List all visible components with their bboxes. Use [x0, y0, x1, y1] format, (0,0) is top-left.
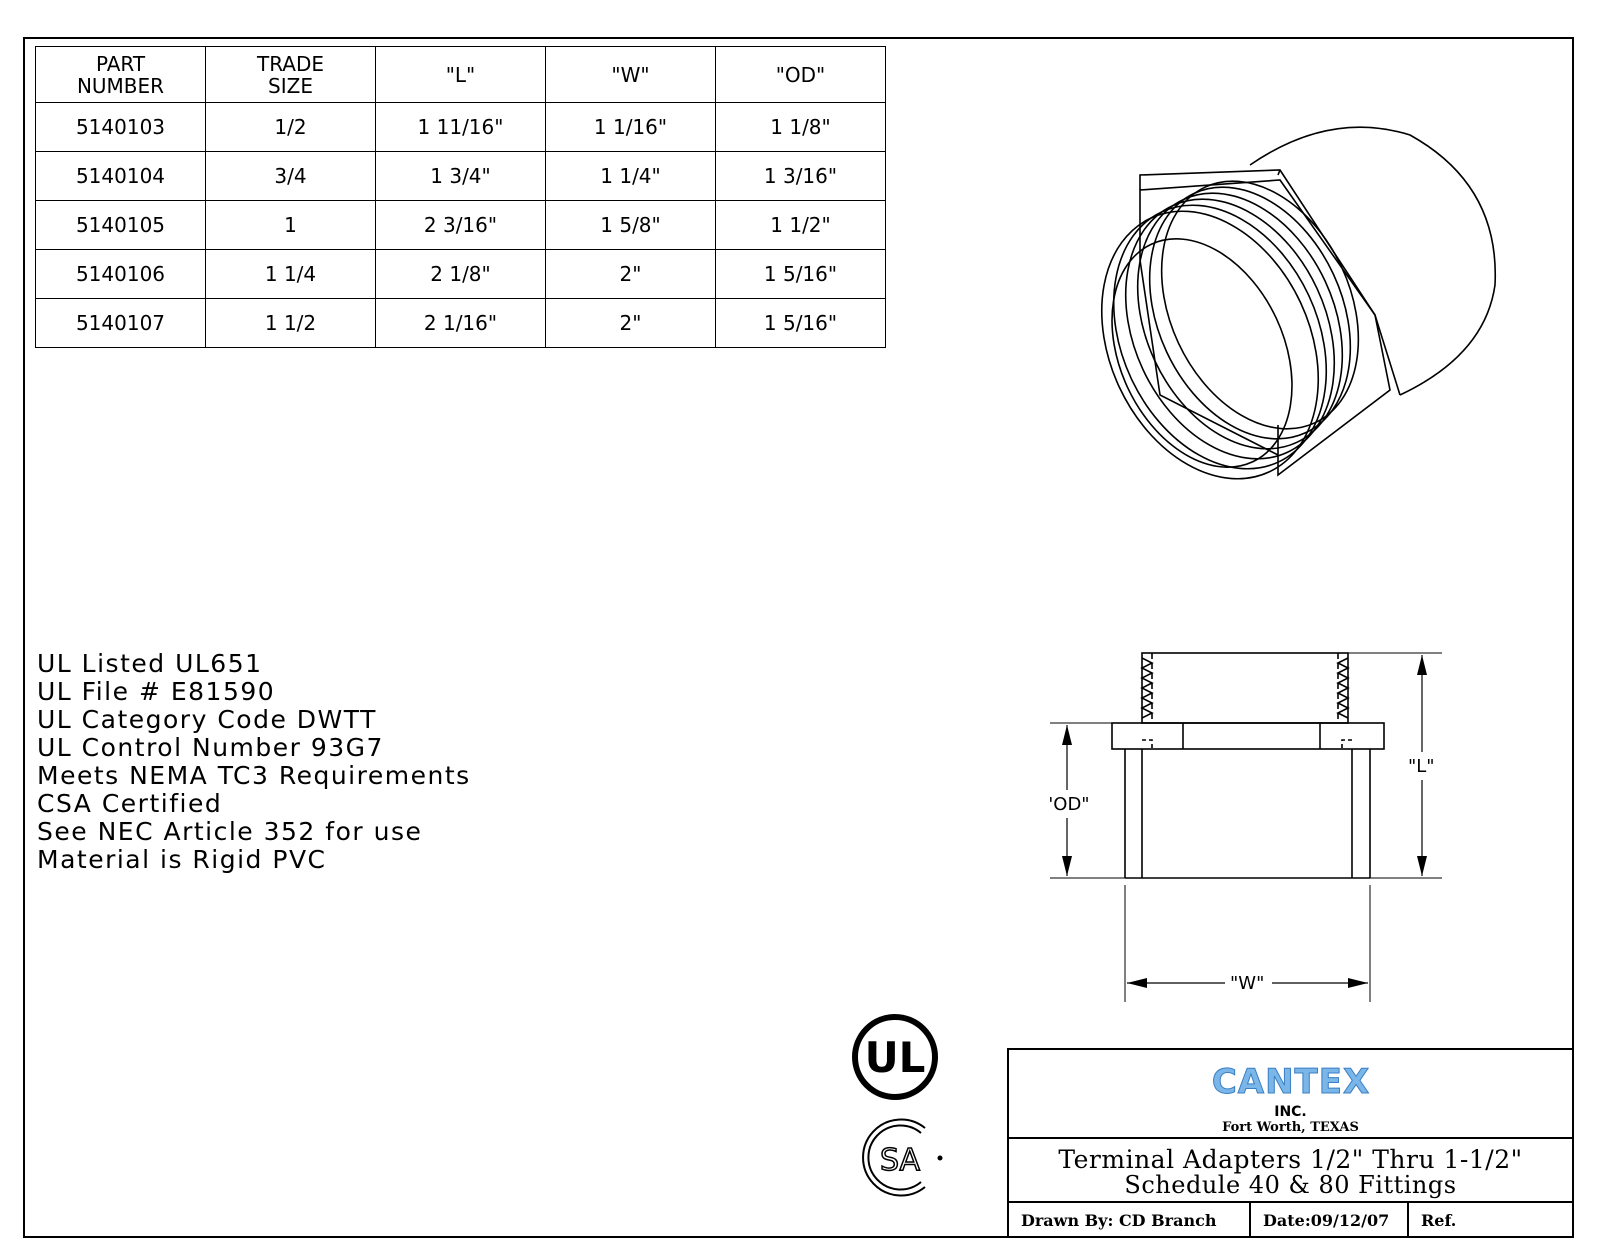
cell-part-number: 5140105 [35, 200, 206, 250]
arrow-od-down [1062, 856, 1072, 876]
hidden-step-right [1341, 739, 1352, 749]
arrow-od-up [1062, 725, 1072, 745]
company-location: Fort Worth, TEXAS [1222, 1120, 1359, 1135]
cell-trade-size: 1 1/2 [205, 298, 376, 348]
thread-ring [1160, 180, 1360, 430]
arrow-w-right [1348, 978, 1368, 988]
cell-od: 1 1/8" [715, 102, 886, 152]
table-header-row: PART NUMBER TRADE SIZE "L" "W" "OD" [35, 46, 886, 103]
cell-l: 2 1/8" [375, 249, 546, 299]
socket-body [1249, 126, 1497, 396]
inner-bore [1111, 238, 1293, 468]
cell-l: 1 3/4" [375, 151, 546, 201]
sheet-border [23, 37, 1574, 1238]
title-block-title: Terminal Adapters 1/2" Thru 1-1/2" Sched… [1009, 1139, 1572, 1203]
arrow-w-left [1127, 978, 1147, 988]
company-suffix: INC. [1274, 1104, 1307, 1120]
thread-teeth-right [1336, 657, 1350, 719]
cell-l: 2 3/16" [375, 200, 546, 250]
note-line: UL Listed UL651 [37, 649, 263, 678]
table-row: 5140107 1 1/2 2 1/16" 2" 1 5/16" [35, 298, 886, 348]
dim-label-l: "L" [1408, 756, 1435, 777]
arrow-l-down [1417, 856, 1427, 876]
table-row: 5140103 1/2 1 11/16" 1 1/16" 1 1/8" [35, 102, 886, 152]
cell-trade-size: 1 [205, 200, 376, 250]
company-logo: CANTEX [1211, 1064, 1370, 1098]
table-row: 5140104 3/4 1 3/4" 1 1/4" 1 3/16" [35, 151, 886, 201]
cell-w: 1 1/4" [545, 151, 716, 201]
hex-nut-edge-corner [1277, 169, 1281, 176]
csa-mark-letters: SA [880, 1143, 921, 1178]
part-table: PART NUMBER TRADE SIZE "L" "W" "OD" 5140… [35, 46, 886, 348]
cell-part-number: 5140107 [35, 298, 206, 348]
header-part-number: PART NUMBER [35, 46, 206, 103]
cell-od: 1 5/16" [715, 249, 886, 299]
header-od: "OD" [715, 46, 886, 103]
header-w: "W" [545, 46, 716, 103]
note-line: UL Category Code DWTT [37, 705, 377, 734]
thread-ring [1100, 210, 1320, 480]
drawn-by: Drawn By: CD Branch [1009, 1203, 1251, 1238]
title-block: CANTEX INC. Fort Worth, TEXAS Terminal A… [1007, 1048, 1574, 1238]
dim-label-w: "W" [1230, 973, 1264, 994]
company-logo-text: CANTEX [1212, 1064, 1370, 1098]
cell-part-number: 5140104 [35, 151, 206, 201]
drawing-title: Terminal Adapters 1/2" Thru 1-1/2" [1058, 1145, 1523, 1174]
table-row: 5140106 1 1/4 2 1/8" 2" 1 5/16" [35, 249, 886, 299]
thread-teeth-left [1140, 657, 1154, 719]
hidden-step-left [1142, 739, 1153, 749]
hex-flange [1111, 722, 1385, 750]
note-line: UL File # E81590 [37, 677, 276, 706]
cell-od: 1 3/16" [715, 151, 886, 201]
drawing-subtitle: Schedule 40 & 80 Fittings [1124, 1171, 1457, 1199]
cell-trade-size: 1 1/4 [205, 249, 376, 299]
section-view: "OD" "L" "W" [1050, 652, 1442, 1002]
cell-l: 1 11/16" [375, 102, 546, 152]
cell-w: 2" [545, 249, 716, 299]
hex-nut-outline [1139, 179, 1391, 477]
note-line: Material is Rigid PVC [37, 845, 327, 874]
arrow-l-up [1417, 655, 1427, 675]
cell-w: 1 1/16" [545, 102, 716, 152]
cell-trade-size: 1/2 [205, 102, 376, 152]
hex-nut-edge-top [1139, 169, 1376, 316]
header-trade-size: TRADE SIZE [205, 46, 376, 103]
notes-block: UL Listed UL651 UL File # E81590 UL Cate… [37, 650, 471, 874]
header-l: "L" [375, 46, 546, 103]
table-row: 5140105 1 2 3/16" 1 5/8" 1 1/2" [35, 200, 886, 250]
cell-part-number: 5140106 [35, 249, 206, 299]
cell-l: 2 1/16" [375, 298, 546, 348]
title-block-meta: Drawn By: CD Branch Date:09/12/07 Ref. [1009, 1203, 1572, 1238]
note-line: See NEC Article 352 for use [37, 817, 423, 846]
drawing-ref: Ref. [1421, 1211, 1457, 1230]
ul-mark-letters: UL [865, 1033, 926, 1082]
isometric-view [1100, 126, 1497, 480]
thread-section [1141, 652, 1349, 724]
cell-od: 1 1/2" [715, 200, 886, 250]
note-line: UL Control Number 93G7 [37, 733, 384, 762]
cell-od: 1 5/16" [715, 298, 886, 348]
title-block-company: CANTEX INC. Fort Worth, TEXAS [1009, 1050, 1572, 1139]
dim-label-od: "OD" [1050, 794, 1090, 815]
cell-part-number: 5140103 [35, 102, 206, 152]
cell-w: 1 5/8" [545, 200, 716, 250]
cell-w: 2" [545, 298, 716, 348]
note-line: CSA Certified [37, 789, 223, 818]
csa-mark-icon: SA [862, 1118, 943, 1197]
cell-trade-size: 3/4 [205, 151, 376, 201]
socket-body-bottom [1374, 314, 1401, 396]
note-line: Meets NEMA TC3 Requirements [37, 761, 471, 790]
ul-mark-icon: UL [852, 1014, 938, 1100]
drawing-date: Date:09/12/07 [1251, 1203, 1409, 1238]
